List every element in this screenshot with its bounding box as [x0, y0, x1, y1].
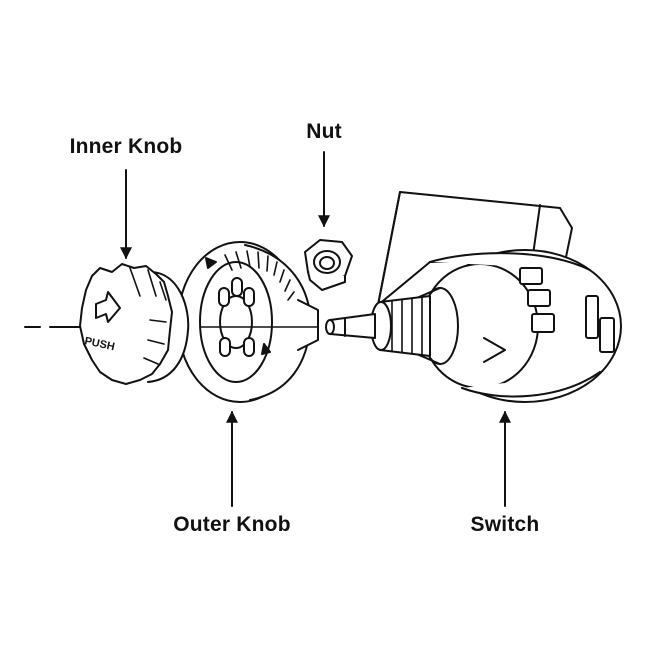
nut-part [304, 239, 353, 291]
switch-body [325, 191, 622, 403]
nut-label: Nut [306, 120, 342, 143]
inner-knob-part [79, 263, 190, 385]
outer-knob-part [177, 241, 319, 403]
inner-knob-label: Inner Knob [69, 135, 183, 158]
switch-label: Switch [470, 513, 540, 536]
outer-knob-label: Outer Knob [173, 513, 291, 536]
